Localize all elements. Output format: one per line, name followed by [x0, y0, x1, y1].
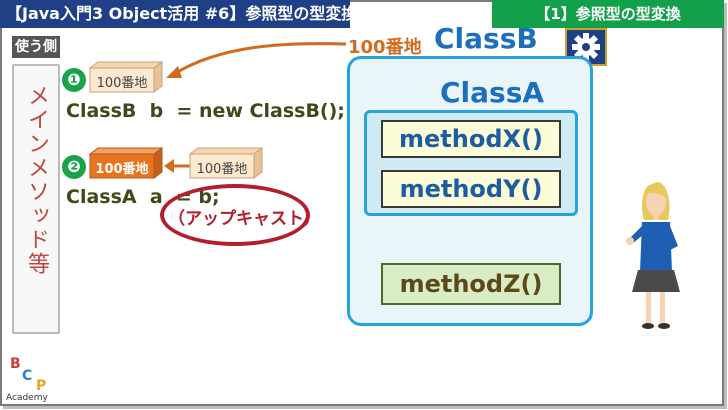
- logo-letter-p: P: [36, 378, 47, 394]
- classa-title: ClassA: [440, 76, 545, 109]
- step-one-badge: ❶: [62, 68, 86, 92]
- step-two-badge: ❷: [62, 155, 86, 179]
- methodx-box: methodX(): [381, 120, 561, 158]
- box-a-label: 100番地: [95, 162, 149, 177]
- logo-letter-c: C: [22, 368, 33, 384]
- methodz-box: methodZ(): [381, 263, 561, 305]
- box-b-label: 100番地: [96, 76, 148, 91]
- address-label: 100番地: [348, 37, 422, 58]
- methody-box: methodY(): [381, 170, 561, 208]
- code-line-1: ClassB b = new ClassB();: [66, 100, 345, 122]
- main-method-label: メインメソッド等: [24, 84, 49, 276]
- character-illustration: [626, 182, 680, 329]
- address-box-a: 100番地: [86, 146, 166, 180]
- classb-title: ClassB: [434, 22, 538, 55]
- upcast-ellipse: [160, 184, 310, 246]
- section-title: 【1】参照型の型変換: [492, 0, 724, 28]
- main-method-column: [12, 64, 60, 334]
- box-source-label: 100番地: [196, 162, 248, 177]
- reference-arrow-1: [166, 42, 347, 78]
- caller-label: 使う側: [12, 36, 60, 58]
- address-box-b: 100番地: [86, 60, 166, 94]
- logo-letter-b: B: [10, 356, 21, 372]
- box-shape-orange: [88, 147, 164, 179]
- upcast-label: （アップキャスト）: [168, 209, 321, 229]
- logo-caption: Academy: [6, 393, 48, 403]
- address-box-source: 100番地: [186, 146, 266, 180]
- bcp-logo: B C P: [8, 354, 52, 402]
- box-shape-source: [188, 147, 264, 179]
- lesson-title: 【Java入門3 Object活用 #6】参照型の型変換: [0, 0, 357, 28]
- settings-button[interactable]: [565, 28, 607, 66]
- box-shape: [88, 61, 164, 93]
